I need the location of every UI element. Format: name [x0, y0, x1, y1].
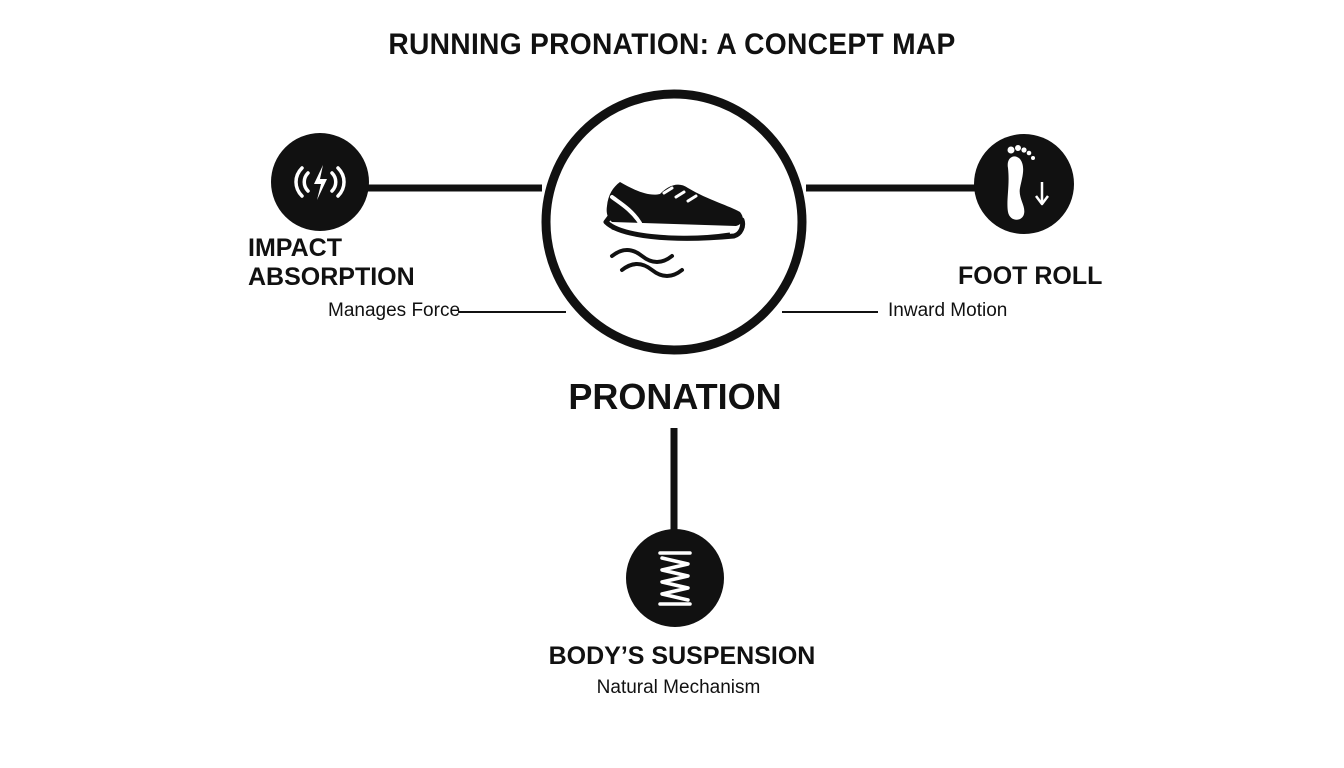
foot-roll-label: FOOT ROLL [958, 262, 1103, 290]
impact-absorption-label: IMPACT ABSORPTION [248, 234, 415, 291]
foot-roll-sublabel: Inward Motion [888, 300, 1008, 321]
diagram-title: RUNNING PRONATION: A CONCEPT MAP [388, 28, 956, 61]
running-shoe-icon [603, 182, 746, 278]
spring-icon [658, 551, 692, 606]
center-node-pronation[interactable] [541, 89, 807, 355]
body-suspension-label: BODY’S SUSPENSION [548, 642, 816, 670]
node-impact-absorption[interactable] [271, 133, 369, 231]
footprint-arrow-icon [1007, 145, 1049, 220]
center-label-pronation: PRONATION [568, 376, 782, 417]
body-suspension-sublabel: Natural Mechanism [596, 677, 761, 698]
node-foot-roll[interactable] [974, 134, 1074, 234]
impact-lightning-icon [294, 165, 346, 200]
impact-absorption-sublabel: Manages Force [328, 300, 461, 321]
node-body-suspension[interactable] [626, 529, 724, 627]
